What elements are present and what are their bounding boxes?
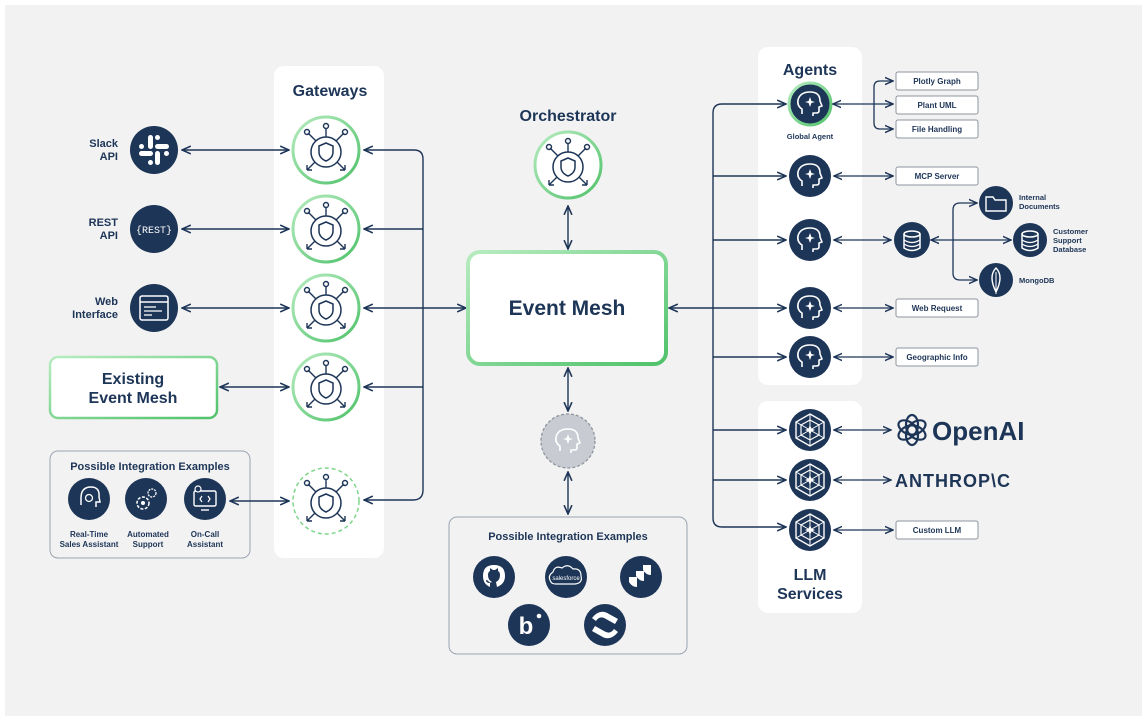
sales-assistant-line1: Real-Time — [70, 530, 109, 539]
gateway-4 — [291, 352, 361, 422]
customer-support-db-icon — [1013, 223, 1047, 257]
internal-documents-line1: Internal — [1019, 193, 1046, 202]
geographic-info-box: Geographic Info — [895, 347, 979, 367]
tool-file-handling-label: File Handling — [912, 125, 962, 134]
on-call-assistant-line1: On-Call — [191, 530, 219, 539]
web-interface-source: Web Interface — [72, 284, 178, 332]
on-call-assistant-icon — [184, 478, 226, 520]
event-mesh-title: Event Mesh — [509, 297, 626, 320]
web-label-line2: Interface — [72, 309, 118, 321]
llm-services-title-line2: Services — [777, 586, 843, 603]
internal-documents-line2: Documents — [1019, 202, 1060, 211]
openai-label: OpenAI — [932, 416, 1024, 446]
openai-logo-icon — [897, 413, 927, 447]
tool-plant-uml-label: Plant UML — [917, 101, 956, 110]
rest-icon-text: {REST} — [136, 225, 172, 237]
slack-label-line2: API — [100, 151, 118, 163]
github-icon — [473, 556, 515, 598]
customer-support-line3: Database — [1053, 245, 1086, 254]
mcp-server-box: MCP Server — [895, 166, 979, 186]
agent-geographic-node — [789, 336, 831, 378]
agent-web-request-node — [789, 287, 831, 329]
existing-mesh-line1: Existing — [102, 371, 164, 388]
web-request-box: Web Request — [895, 298, 979, 318]
llm-openai-node — [789, 409, 831, 451]
gateway-trunk — [364, 150, 466, 500]
orchestrator-node — [533, 130, 603, 200]
internal-documents-icon — [979, 186, 1013, 220]
salesforce-icon-text: salesforce — [552, 576, 580, 582]
automated-support-icon — [125, 478, 167, 520]
gateway-dashed — [292, 467, 360, 535]
dashed-agent-node — [540, 413, 596, 469]
customer-support-line2: Support — [1053, 236, 1082, 245]
agent-trunk — [669, 104, 786, 527]
slack-source: Slack API — [89, 126, 178, 174]
automated-support-line2: Support — [133, 540, 164, 549]
mongodb-icon — [979, 263, 1013, 297]
rest-label-line1: REST — [89, 217, 119, 229]
database-icon — [894, 222, 930, 258]
global-tools-connectors — [833, 81, 893, 129]
on-call-assistant-line2: Assistant — [187, 540, 223, 549]
existing-event-mesh: Existing Event Mesh — [48, 355, 219, 420]
agent-mcp-node — [789, 155, 831, 197]
left-integrations-title: Possible Integration Examples — [70, 461, 230, 473]
llm-custom-node — [789, 509, 831, 551]
customer-support-line1: Customer — [1053, 227, 1088, 236]
rest-source: REST API {REST} — [89, 205, 178, 253]
mcp-server-label: MCP Server — [915, 172, 960, 181]
bitbucket-icon: b — [508, 604, 550, 646]
rest-icon: {REST} — [130, 205, 178, 253]
existing-mesh-line2: Event Mesh — [89, 390, 178, 407]
confluence-icon — [584, 604, 626, 646]
gateways-title: Gateways — [293, 83, 368, 100]
database-branch-connectors — [931, 203, 1011, 280]
bitbucket-icon-text: b — [519, 613, 534, 640]
tool-plotly-graph: Plotly Graph — [895, 71, 979, 91]
jira-icon — [620, 556, 662, 598]
web-label-line1: Web — [95, 296, 118, 308]
sales-assistant-line2: Sales Assistant — [60, 540, 119, 549]
slack-label-line1: Slack — [89, 138, 119, 150]
gateway-1 — [291, 115, 361, 185]
gateway-3 — [291, 273, 361, 343]
web-request-label: Web Request — [912, 304, 963, 313]
custom-llm-box: Custom LLM — [895, 520, 979, 540]
web-interface-icon — [130, 284, 178, 332]
bottom-integrations-title: Possible Integration Examples — [488, 531, 648, 543]
llm-services-title-line1: LLM — [794, 567, 827, 584]
event-mesh-node: Event Mesh — [466, 250, 668, 366]
source-gateway-connectors — [182, 150, 289, 501]
custom-llm-label: Custom LLM — [913, 526, 962, 535]
agent-database-node — [789, 219, 831, 261]
tool-plant-uml: Plant UML — [895, 95, 979, 115]
global-agent-node — [787, 81, 833, 127]
sales-assistant-icon — [68, 478, 110, 520]
orchestrator-title: Orchestrator — [520, 108, 617, 125]
rest-label-line2: API — [100, 230, 118, 242]
slack-icon — [130, 126, 178, 174]
gateway-2 — [291, 194, 361, 264]
automated-support-line1: Automated — [127, 530, 169, 539]
salesforce-icon: salesforce — [545, 556, 587, 598]
agents-title: Agents — [783, 62, 837, 79]
anthropic-label: ANTHROP\C — [895, 471, 1011, 491]
global-agent-label: Global Agent — [787, 132, 834, 141]
tool-plotly-label: Plotly Graph — [913, 77, 961, 86]
geographic-info-label: Geographic Info — [906, 353, 967, 362]
llm-anthropic-node — [789, 459, 831, 501]
tool-file-handling: File Handling — [895, 119, 979, 139]
mongodb-label: MongoDB — [1019, 276, 1055, 285]
